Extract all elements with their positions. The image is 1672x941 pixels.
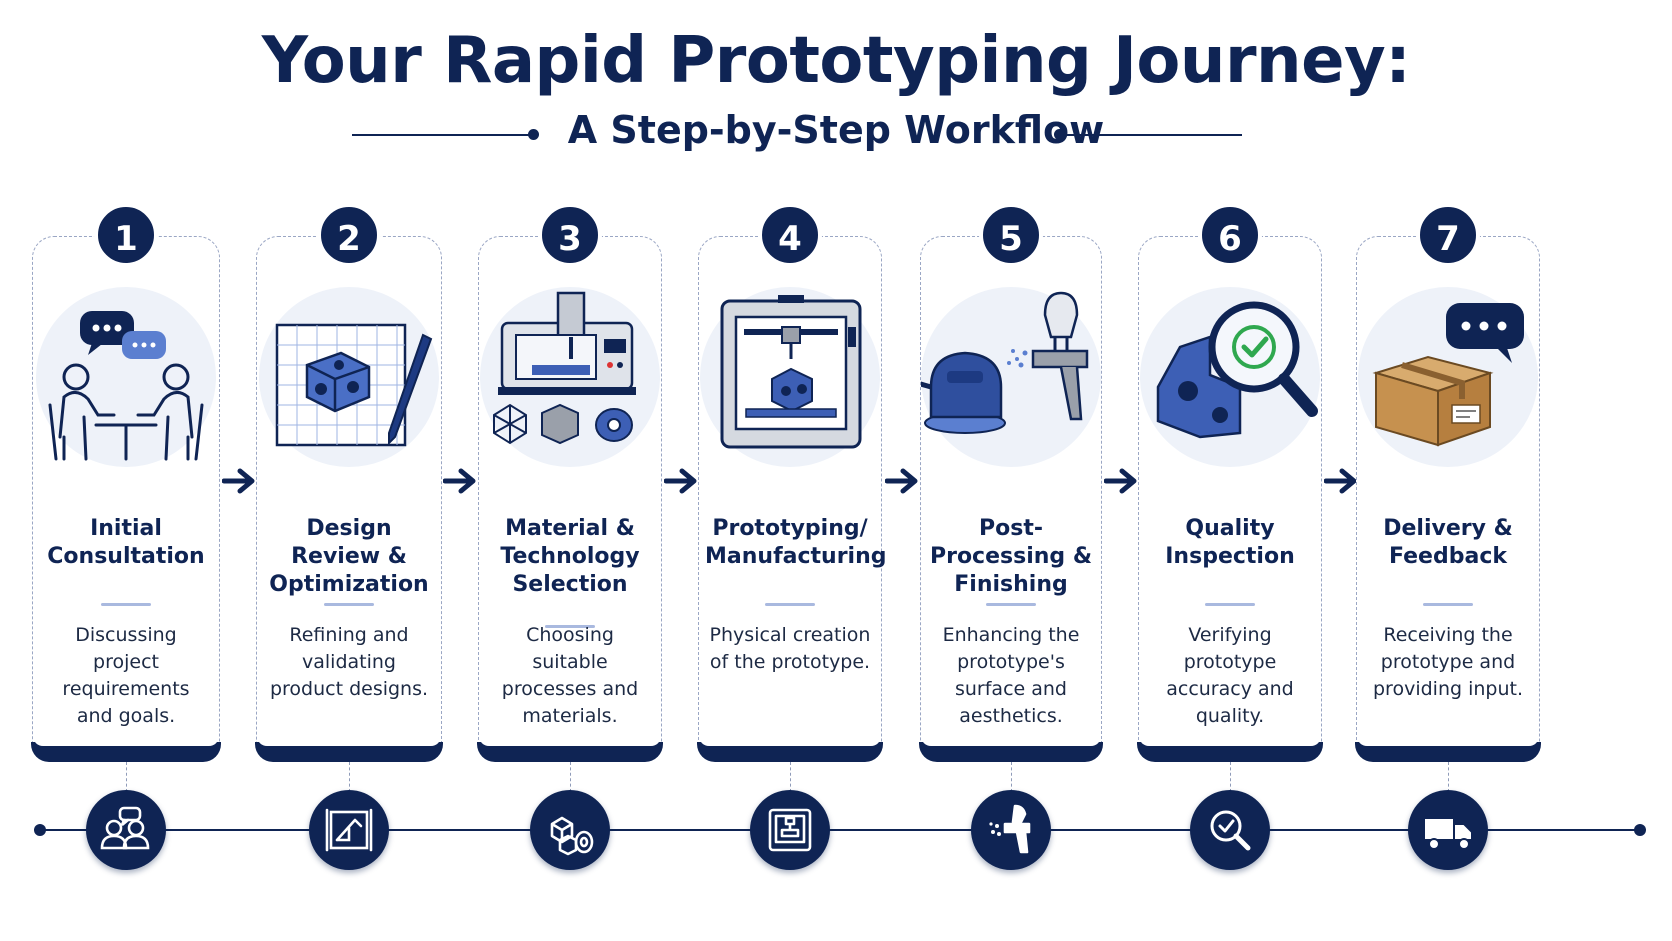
step-number-badge: 5 (979, 203, 1043, 267)
step-description: Physical creation of the prototype. (709, 624, 871, 673)
step-card-2: 2 Design Review & Optimization Refining … (255, 203, 443, 762)
step-title: Initial Consultation (47, 516, 205, 569)
right-arrow-icon (1104, 468, 1137, 494)
step-description: Discussing project requirements and goal… (62, 624, 190, 727)
timeline-connector (349, 762, 350, 792)
timeline-connector (1011, 762, 1012, 792)
step-divider (765, 603, 815, 606)
step-description: Enhancing the prototype's surface and ae… (942, 624, 1080, 727)
step-description: Refining and validating product designs. (269, 624, 429, 700)
people-chat-icon (86, 790, 166, 870)
timeline-line (40, 829, 1638, 831)
page-title: Your Rapid Prototyping Journey: (261, 24, 1411, 98)
subtitle-row: A Step-by-Step Workflow (0, 108, 1672, 158)
timeline-connector (1448, 762, 1449, 792)
right-arrow-icon (885, 468, 918, 494)
right-arrow-icon (443, 468, 476, 494)
magnifier-check-icon (1190, 790, 1270, 870)
right-arrow-icon (222, 468, 255, 494)
step-card-1: 1 Initial Consultation Discussing projec… (31, 203, 221, 762)
blueprint-pen-icon (259, 287, 439, 467)
step-number-badge: 7 (1416, 203, 1480, 267)
cnc-machine-materials-icon (480, 287, 660, 467)
timeline-connector (790, 762, 791, 792)
card-base (919, 736, 1103, 762)
delivery-truck-icon (1408, 790, 1488, 870)
magnifier-check-part-icon (1140, 287, 1320, 467)
step-number-badge: 2 (317, 203, 381, 267)
subtitle-left-dot (528, 129, 539, 140)
step-number-badge: 3 (538, 203, 602, 267)
step-divider (986, 603, 1036, 606)
subtitle-right-dot (1054, 129, 1065, 140)
step-number-badge: 1 (94, 203, 158, 267)
step-title: Design Review & Optimization (269, 516, 429, 597)
step-title: Prototyping/ Manufacturing (705, 516, 887, 569)
step-divider (101, 603, 151, 606)
step-number-badge: 6 (1198, 203, 1262, 267)
subtitle-left-line (352, 134, 532, 136)
step-number-badge: 4 (758, 203, 822, 267)
step-title: Post-Processing & Finishing (929, 516, 1093, 597)
step-description: Choosing suitable processes and material… (501, 624, 639, 727)
step-card-7: 7 Delivery & Feedback Receiving the prot… (1355, 203, 1541, 762)
step-divider (324, 603, 374, 606)
right-arrow-icon (1324, 468, 1357, 494)
timeline-connector (126, 762, 127, 792)
blueprint-icon (309, 790, 389, 870)
step-divider (1205, 603, 1255, 606)
step-card-5: 5 Post-Processing & Finishing Enhancing … (919, 203, 1103, 762)
card-base (1355, 736, 1541, 762)
timeline-start-dot (34, 824, 46, 836)
3d-printer-icon (700, 287, 880, 467)
step-description: Verifying prototype accuracy and quality… (1166, 624, 1294, 727)
timeline-end-dot (1634, 824, 1646, 836)
step-card-4: 4 Prototyping/ Manufacturing Physical cr… (697, 203, 887, 762)
subtitle-right-line (1062, 134, 1242, 136)
materials-cube-icon (530, 790, 610, 870)
card-base (1137, 736, 1323, 762)
step-description: Receiving the prototype and providing in… (1373, 624, 1523, 700)
step-card-3: 3 Material & Technology Selection Choosi… (477, 203, 663, 762)
spray-gun-icon (971, 790, 1051, 870)
two-people-talking-icon (36, 287, 216, 467)
step-title: Delivery & Feedback (1383, 516, 1513, 569)
card-base (31, 736, 221, 762)
printer-icon (750, 790, 830, 870)
card-base (697, 736, 883, 762)
timeline-connector (1230, 762, 1231, 792)
right-arrow-icon (664, 468, 697, 494)
sander-spray-gun-icon (921, 287, 1101, 467)
step-title: Quality Inspection (1165, 516, 1295, 569)
box-speech-bubble-icon (1358, 287, 1538, 467)
step-divider (1423, 603, 1473, 606)
step-title: Material & Technology Selection (500, 516, 640, 597)
card-base (477, 736, 663, 762)
timeline-connector (570, 762, 571, 792)
card-base (255, 736, 443, 762)
page-subtitle: A Step-by-Step Workflow (567, 108, 1105, 152)
step-divider (545, 625, 595, 628)
step-card-6: 6 Quality Inspection Verifying prototype… (1137, 203, 1323, 762)
